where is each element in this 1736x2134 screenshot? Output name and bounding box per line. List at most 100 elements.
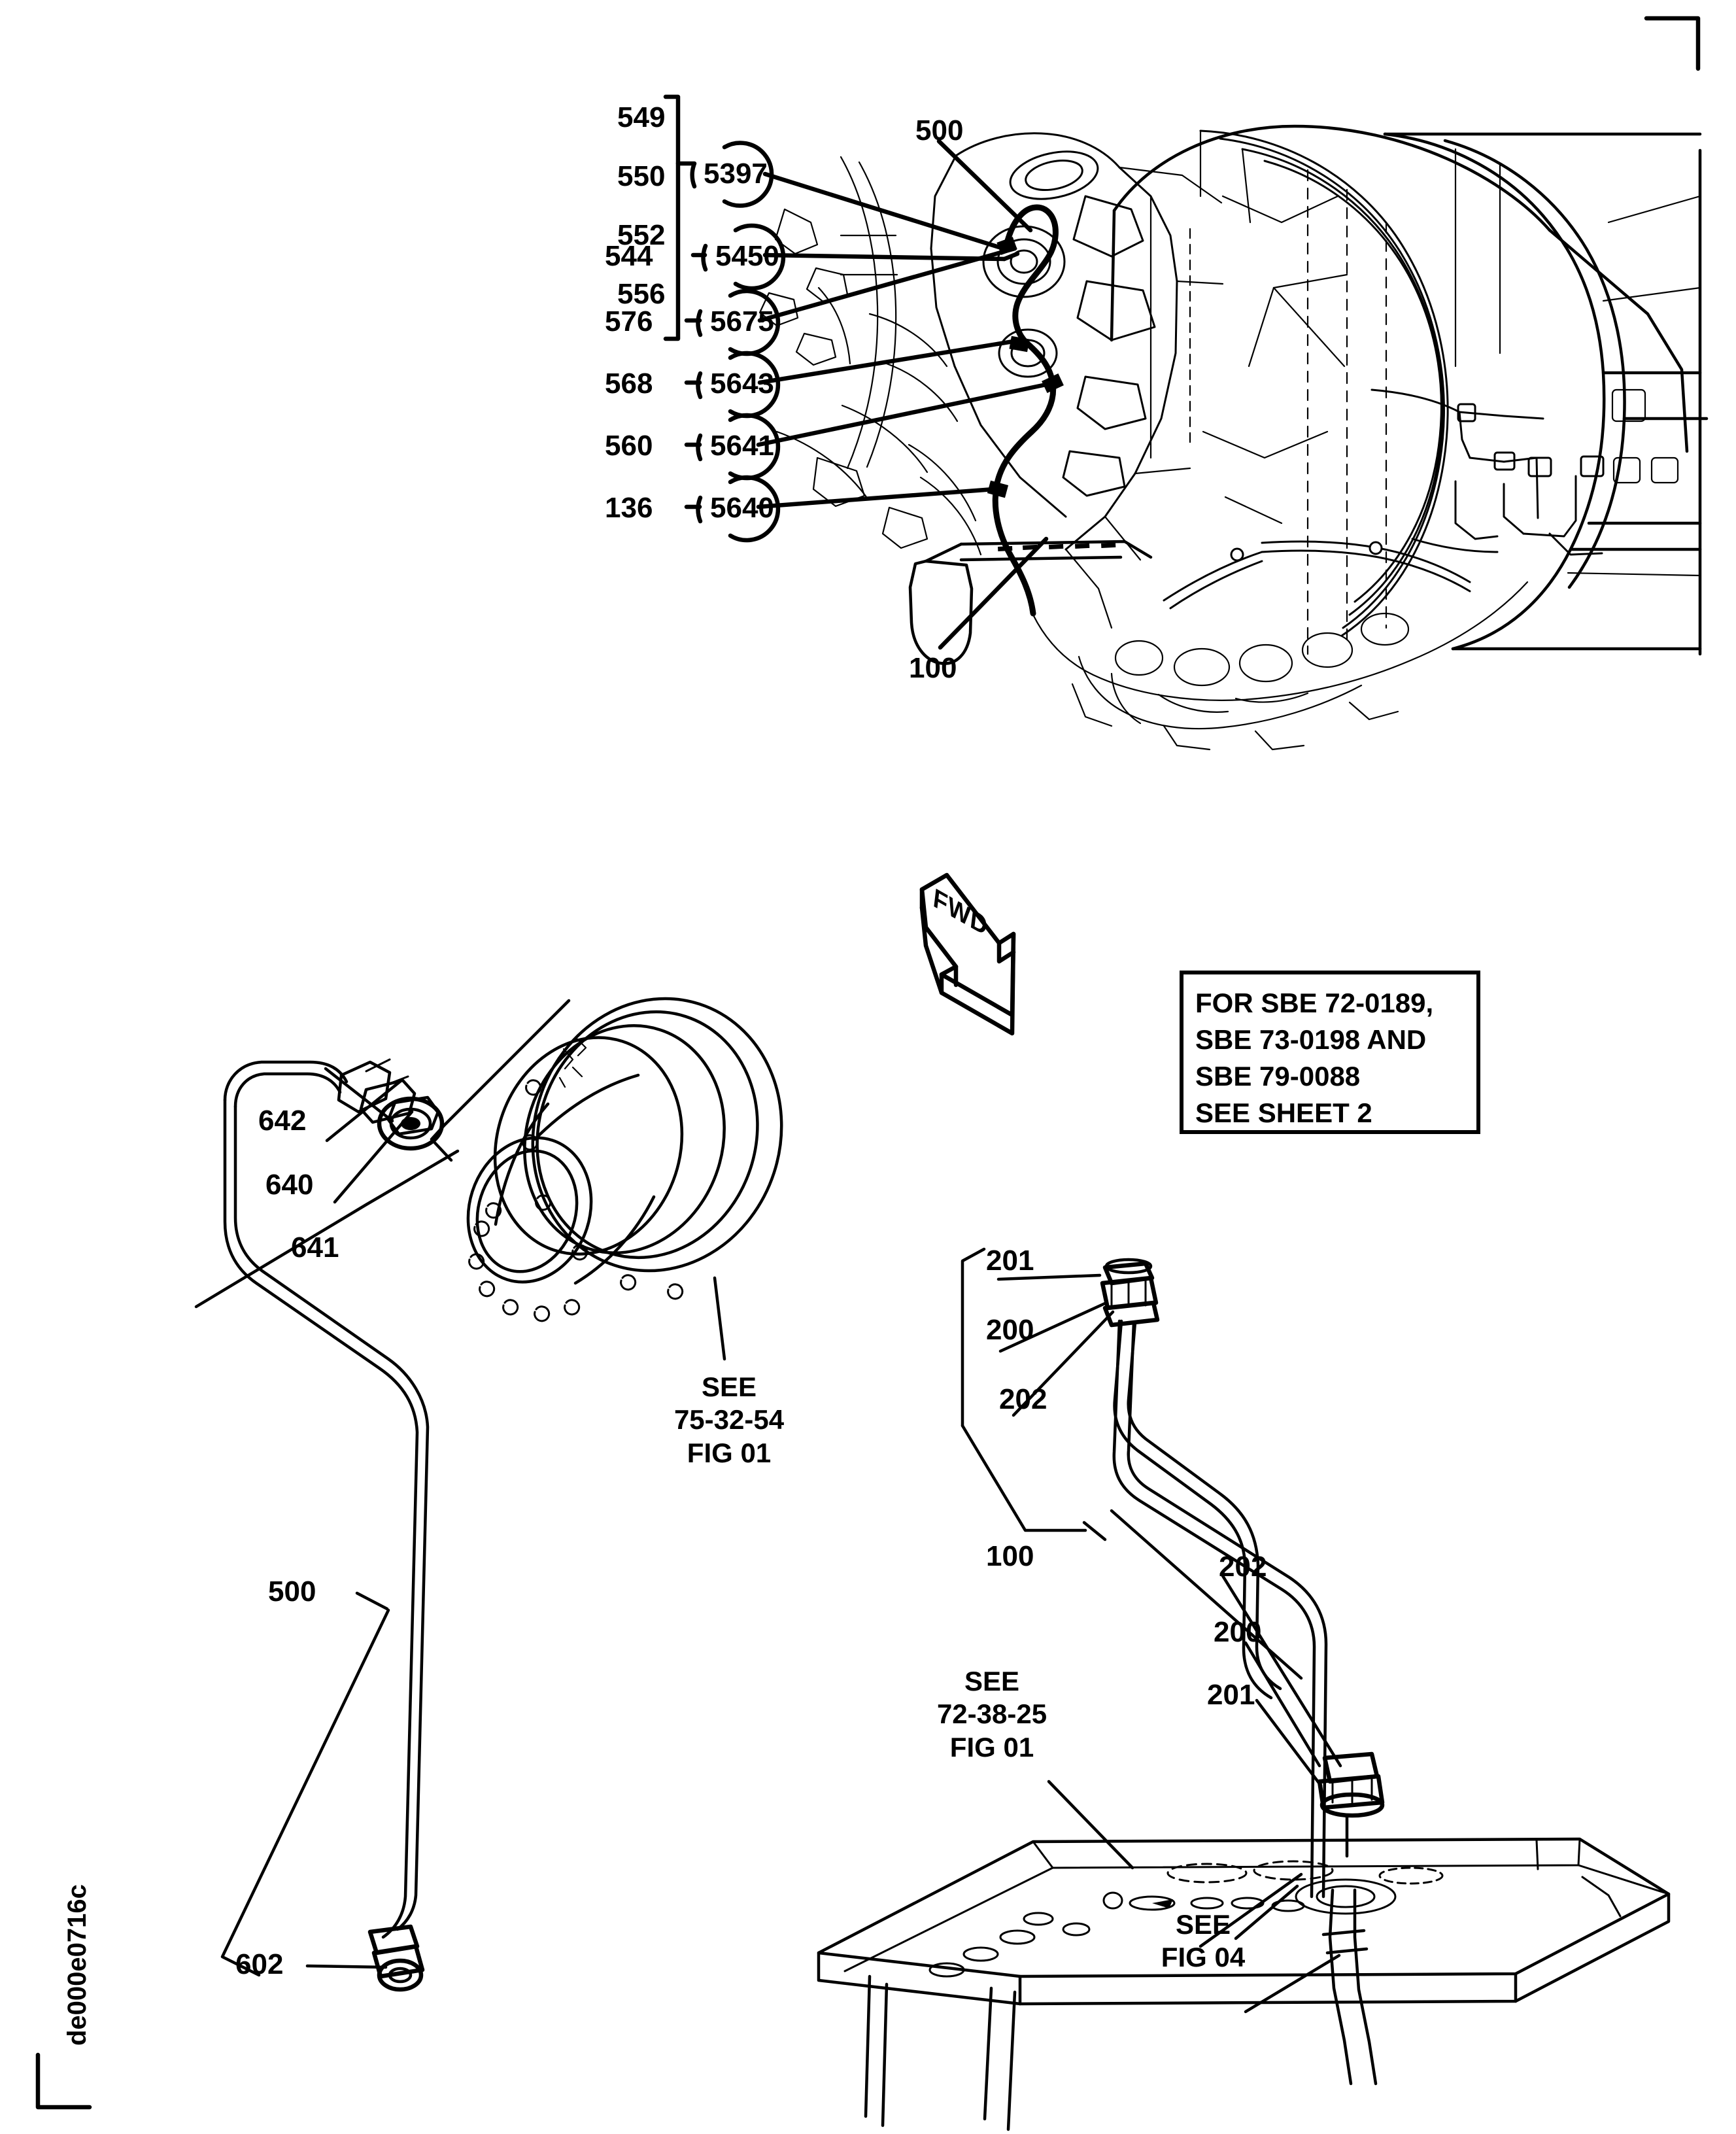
callout-circle-label-5641: 5641 xyxy=(710,430,774,462)
strut-shelf-dashes xyxy=(998,542,1116,551)
leader-5643 xyxy=(757,337,1024,385)
callout-label-500-lower: 500 xyxy=(268,1575,316,1608)
reference-figure-2: FIG 01 xyxy=(949,1731,1034,1763)
callout-label-641: 641 xyxy=(291,1231,339,1264)
leader-see-fig04-a xyxy=(1234,1884,1299,1940)
callout-item-552: 552 xyxy=(617,219,666,251)
bracket-legs xyxy=(864,1974,1017,2131)
callout-item-550: 550 xyxy=(617,160,666,192)
callout-circle-label-5675: 5675 xyxy=(710,305,774,337)
note-line-3: SBE 79-0088 xyxy=(1195,1061,1361,1092)
tube-100-main xyxy=(1112,1319,1328,1899)
leader-640 xyxy=(325,1078,403,1143)
reference-fig-04: SEE FIG 04 xyxy=(1112,1908,1295,1974)
leader-642 xyxy=(324,1067,394,1123)
callout-item-549: 549 xyxy=(617,101,666,133)
leader-200-top xyxy=(998,1301,1108,1353)
callout-label-640: 640 xyxy=(265,1169,314,1201)
document-id: de000e0716c xyxy=(63,1884,92,2046)
engine-assembly-illustration xyxy=(758,124,1709,751)
fwd-arrow-text: FWD xyxy=(931,883,990,942)
leader-see-fig04 xyxy=(1199,1872,1303,1948)
callout-label-202-top: 202 xyxy=(999,1383,1047,1415)
leader-500-lower xyxy=(355,1591,389,1611)
top-view-callout-leaders xyxy=(663,94,1049,650)
callout-label-200-top: 200 xyxy=(986,1314,1034,1346)
leader-see-fig04-b xyxy=(1244,1953,1341,2014)
tube-clamps xyxy=(987,237,1064,498)
callout-item-544: 544 xyxy=(605,240,653,272)
callout-label-200-bottom: 200 xyxy=(1214,1616,1262,1648)
bracket-549-556 xyxy=(663,94,696,341)
cowl-structure xyxy=(758,156,982,556)
tube-through-plate xyxy=(1321,1888,1378,2086)
callout-circle-label-5450: 5450 xyxy=(715,240,779,272)
lower-left-leaders xyxy=(194,999,726,1361)
fwd-arrow-label: FWD xyxy=(931,883,1020,969)
mounting-bracket-plate xyxy=(817,1837,1671,2006)
callout-label-100-top: 100 xyxy=(909,652,957,684)
duct-flange-body xyxy=(466,997,783,1285)
callout-item-556: 556 xyxy=(617,278,666,310)
leader-see-723825 xyxy=(1047,1780,1134,1870)
leader-500-top xyxy=(936,139,1033,233)
callout-circle-5640 xyxy=(696,475,781,543)
leader-5641 xyxy=(756,382,1049,447)
accessory-gearbox xyxy=(1032,581,1529,751)
leader-see-753254 xyxy=(713,1276,726,1361)
lower-right-assembly xyxy=(817,1247,1671,2131)
pointer-flange xyxy=(430,999,571,1162)
leader-201-bottom xyxy=(1255,1698,1323,1787)
bleed-tube-500 xyxy=(992,204,1059,617)
lower-strut xyxy=(908,540,1153,665)
front-frame-detail xyxy=(1064,166,1224,629)
callout-item-136: 136 xyxy=(605,492,653,524)
leader-100-right xyxy=(1082,1521,1107,1541)
leader-200-bottom xyxy=(1244,1641,1321,1768)
leader-202-bottom xyxy=(1220,1573,1342,1768)
leader-602 xyxy=(305,1964,388,1969)
fitting-bottom-right xyxy=(1317,1751,1385,1858)
callout-label-602: 602 xyxy=(235,1948,284,1980)
leader-5397 xyxy=(762,171,1002,250)
lower-left-assembly xyxy=(194,997,783,1992)
front-frame-casting xyxy=(930,132,1178,551)
note-box: FOR SBE 72-0189, SBE 73-0198 AND SBE 79-… xyxy=(1180,971,1480,1134)
reference-number: 75-32-54 xyxy=(673,1404,785,1436)
callout-circle-label-5643: 5643 xyxy=(710,368,774,400)
leader-100-top xyxy=(938,536,1049,650)
bracket-100-right-top xyxy=(961,1247,986,1428)
front-flange-bosses xyxy=(982,150,1156,497)
reference-72-38-25: SEE 72-38-25 FIG 01 xyxy=(884,1665,1100,1764)
case-surface-detail xyxy=(1199,129,1701,655)
leader-5450-stub xyxy=(762,252,1007,262)
flange-bolt-holes xyxy=(468,1079,684,1322)
callout-circle-label-5397: 5397 xyxy=(704,158,768,190)
callout-item-568: 568 xyxy=(605,368,653,400)
corner-mark-bottom-left xyxy=(35,2052,92,2110)
callout-item-560: 560 xyxy=(605,430,653,462)
callout-circle-5450 xyxy=(701,223,786,291)
note-line-2: SBE 73-0198 AND xyxy=(1195,1024,1427,1055)
reference-see-word-2: SEE xyxy=(964,1666,1020,1696)
callout-label-201-top: 201 xyxy=(986,1245,1034,1277)
callout-label-100-right: 100 xyxy=(986,1540,1034,1572)
case-lower-tube xyxy=(1163,540,1471,610)
callout-label-202-bottom: 202 xyxy=(1219,1551,1267,1583)
leader-641 xyxy=(333,1110,414,1204)
leader-201-top xyxy=(996,1273,1102,1281)
callout-label-642: 642 xyxy=(258,1105,307,1137)
reference-figure: FIG 01 xyxy=(687,1437,772,1468)
callout-label-500-top: 500 xyxy=(915,114,964,146)
reference-75-32-54: SEE 75-32-54 FIG 01 xyxy=(621,1371,837,1470)
reference-figure-3: FIG 04 xyxy=(1161,1942,1246,1973)
fwd-arrow-icon xyxy=(919,872,1016,1036)
pointer-flange-long xyxy=(194,1149,460,1309)
fitting-top-right xyxy=(1100,1258,1160,1328)
case-plumbing xyxy=(1370,388,1605,556)
bracket-100-right xyxy=(961,1424,1087,1532)
note-line-4: SEE SHEET 2 xyxy=(1195,1097,1372,1128)
leader-202-top xyxy=(1012,1310,1115,1417)
